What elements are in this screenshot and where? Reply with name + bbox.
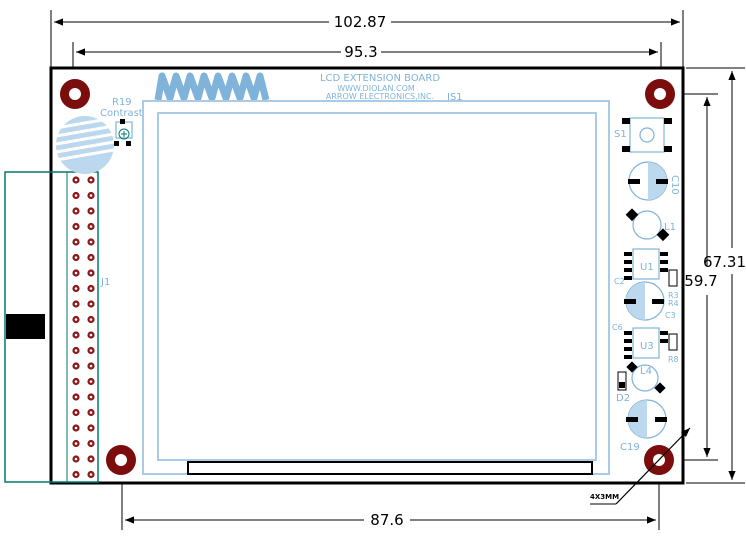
j1-pin-hole [89, 271, 93, 275]
dimension-overall-height: 67.31 [686, 67, 746, 484]
regulator-u3: U3 R8 [624, 327, 679, 364]
j1-pin-hole [74, 318, 78, 321]
j1-pin-hole [89, 426, 93, 430]
dimension-hole-pitch-vertical: 59.7 [668, 93, 718, 461]
capacitor-c19: C19 [620, 399, 667, 453]
connector-tab [6, 314, 45, 339]
c2-label: C2 [614, 277, 625, 286]
j1-pin-hole [74, 426, 78, 430]
j1-pin-hole [89, 442, 93, 445]
diode-d2: D2 [616, 371, 630, 404]
c6-label: C6 [612, 323, 623, 332]
dim-hole-pitch-vertical-label: 59.7 [684, 272, 717, 290]
j1-pin-hole [74, 349, 78, 352]
j1-pin-hole [74, 287, 78, 290]
r8-label: R8 [668, 355, 679, 364]
pot-ref-label: R19 [112, 97, 132, 108]
dim-hole-pitch-top-label: 95.3 [344, 43, 377, 61]
d2-label: D2 [616, 393, 630, 404]
board-url: WWW.DIOLAN.COM [337, 84, 415, 93]
j1-pin-hole [89, 333, 93, 337]
s1-label: S1 [614, 129, 627, 140]
dim-hole-pitch-bottom-label: 87.6 [370, 511, 403, 529]
j1-pin-hole [74, 271, 78, 275]
c10-label: C10 [669, 175, 680, 195]
l4-label: L4 [640, 366, 652, 377]
j1-pin-hole [74, 442, 78, 445]
j1-pin-hole [89, 256, 93, 259]
j1-pin-hole [89, 178, 93, 182]
j1-pin-hole [89, 349, 93, 352]
dimension-overall-width: 102.87 [50, 10, 684, 70]
j1-pin-hole [89, 225, 93, 228]
lcd-display [142, 100, 610, 475]
j1-pin-hole [89, 194, 93, 197]
pot-label: Contrast [100, 108, 143, 119]
board-company: ARROW ELECTRONICS,INC. [326, 92, 434, 101]
j1-pin-hole [74, 209, 78, 213]
u3-label: U3 [640, 341, 654, 352]
j1-ref-label: J1 [100, 277, 110, 288]
board-outline [49, 66, 685, 485]
j1-pin-hole [74, 380, 78, 383]
j1-pin-hole [89, 302, 93, 306]
connector-outline [4, 171, 99, 483]
j1-pin-hole [89, 411, 93, 414]
switch-s1: S1 [614, 117, 672, 153]
j1-pin-hole [74, 457, 78, 461]
capacitor-c3: C3 C6 [612, 281, 676, 332]
lcd-flex-connector [187, 461, 593, 475]
j1-pin-hole [74, 240, 78, 244]
j1-pin-header [72, 176, 95, 479]
j1-pin-hole [89, 395, 93, 399]
regulator-u1: U1 C2 R3 R4 [614, 248, 679, 308]
hole-spec-callout: 4X3MM [590, 427, 691, 505]
dimension-hole-pitch-top: 95.3 [72, 42, 662, 78]
j1-pin-hole [74, 473, 78, 476]
mount-hole-bottom-left [106, 445, 136, 475]
j1-pin-hole [74, 178, 78, 182]
contrast-potentiometer [114, 119, 133, 146]
j1-pin-hole [89, 380, 93, 383]
u1-label: U1 [640, 262, 654, 273]
j1-pin-hole [74, 225, 78, 228]
mount-hole-top-left [60, 79, 90, 109]
inductor-l4: L4 [626, 361, 666, 394]
j1-pin-hole [89, 457, 93, 461]
j1-pin-hole [74, 256, 78, 259]
hole-spec-label: 4X3MM [590, 493, 619, 501]
c19-label: C19 [620, 442, 640, 453]
j1-pin-hole [89, 209, 93, 213]
j1-pin-hole [89, 240, 93, 244]
dimension-hole-pitch-bottom: 87.6 [121, 468, 660, 530]
j1-pin-hole [74, 333, 78, 337]
display-ref-label: JS1 [446, 92, 463, 103]
j1-pin-hole [89, 473, 93, 476]
j1-pin-hole [74, 395, 78, 399]
c3-label: C3 [665, 311, 676, 320]
globe-logo [55, 116, 115, 174]
arrow-logo [154, 72, 270, 102]
j1-pin-hole [74, 411, 78, 414]
r4-label: R4 [668, 299, 679, 308]
j1-pin-hole [74, 194, 78, 197]
dim-overall-height-label: 67.31 [703, 253, 746, 271]
j1-pin-hole [89, 287, 93, 290]
edge-connector [4, 171, 99, 483]
capacitor-c10: C10 [628, 161, 680, 201]
mount-hole-top-right [645, 79, 675, 109]
j1-pin-hole [89, 364, 93, 368]
j1-pin-hole [74, 364, 78, 368]
j1-pin-hole [89, 318, 93, 321]
dim-overall-width-label: 102.87 [334, 13, 387, 31]
j1-pin-hole [74, 302, 78, 306]
r3-label: R3 [668, 291, 679, 300]
board-title: LCD EXTENSION BOARD [320, 73, 440, 84]
l1-label: L1 [664, 222, 676, 233]
